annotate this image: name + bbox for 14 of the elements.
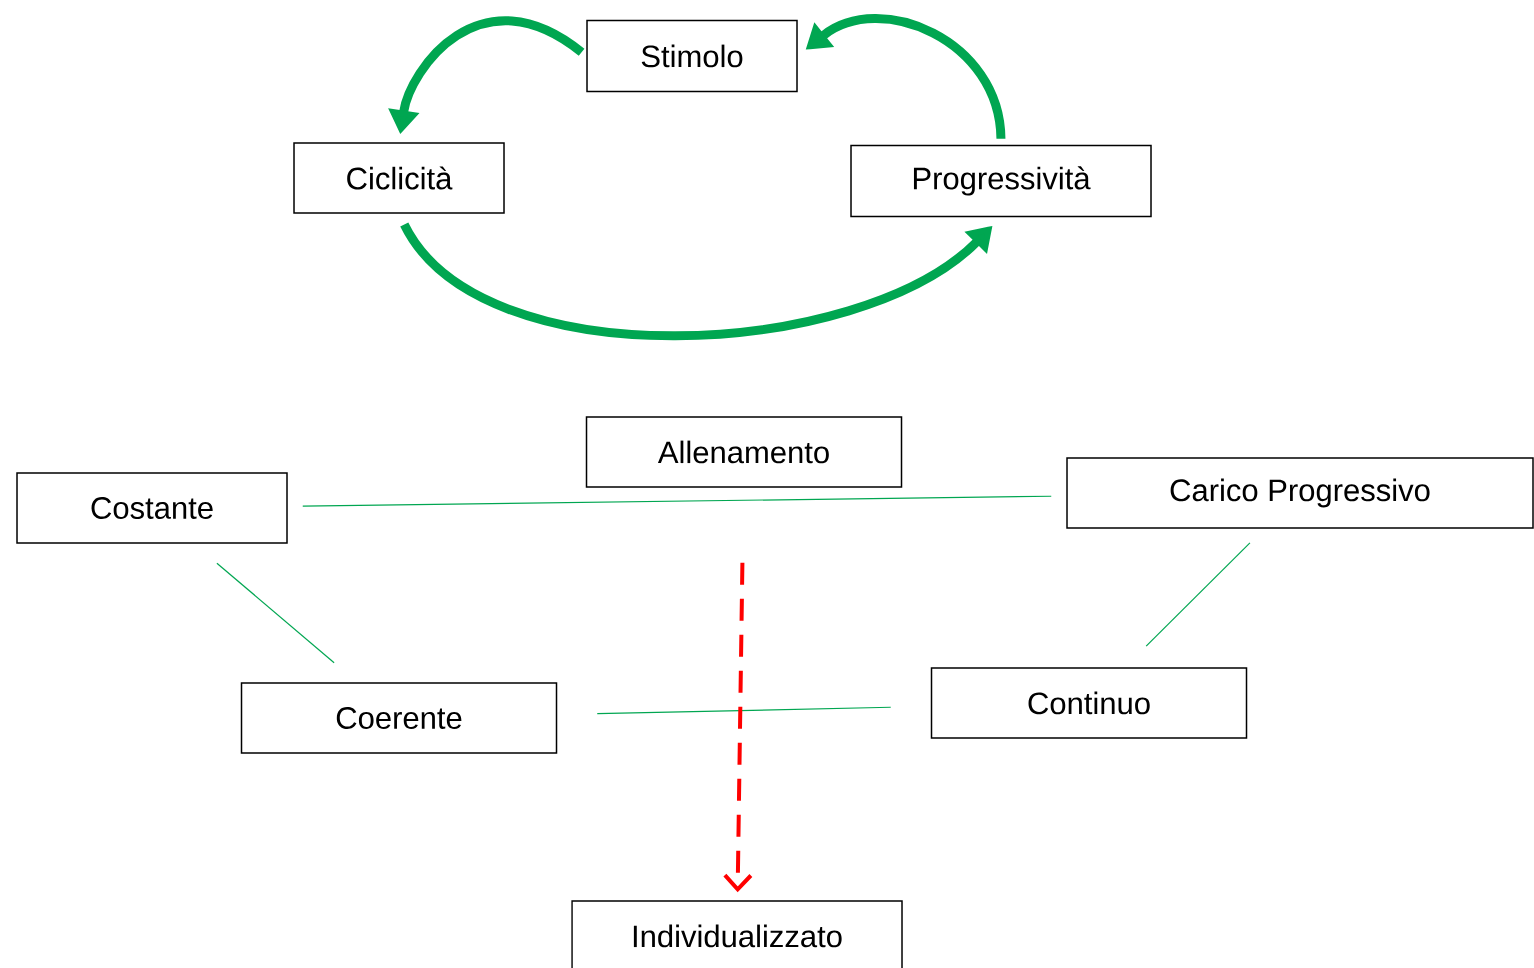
text-box: Progressività bbox=[850, 144, 1152, 218]
connector-line bbox=[302, 495, 1052, 507]
text-box: Carico Progressivo bbox=[1066, 457, 1534, 529]
text-box: Allenamento bbox=[585, 416, 903, 488]
text-box: Ciclicità bbox=[293, 142, 505, 214]
text-box: Costante bbox=[16, 472, 288, 544]
arrow bbox=[723, 562, 753, 893]
text-box: Continuo bbox=[930, 667, 1248, 739]
connector-line bbox=[596, 706, 892, 715]
connector-line bbox=[1145, 542, 1251, 647]
text-box: Individualizzato bbox=[571, 900, 903, 968]
text-box: Coerente bbox=[240, 682, 558, 754]
connector-line bbox=[216, 562, 335, 664]
text-box: Stimolo bbox=[586, 19, 798, 93]
